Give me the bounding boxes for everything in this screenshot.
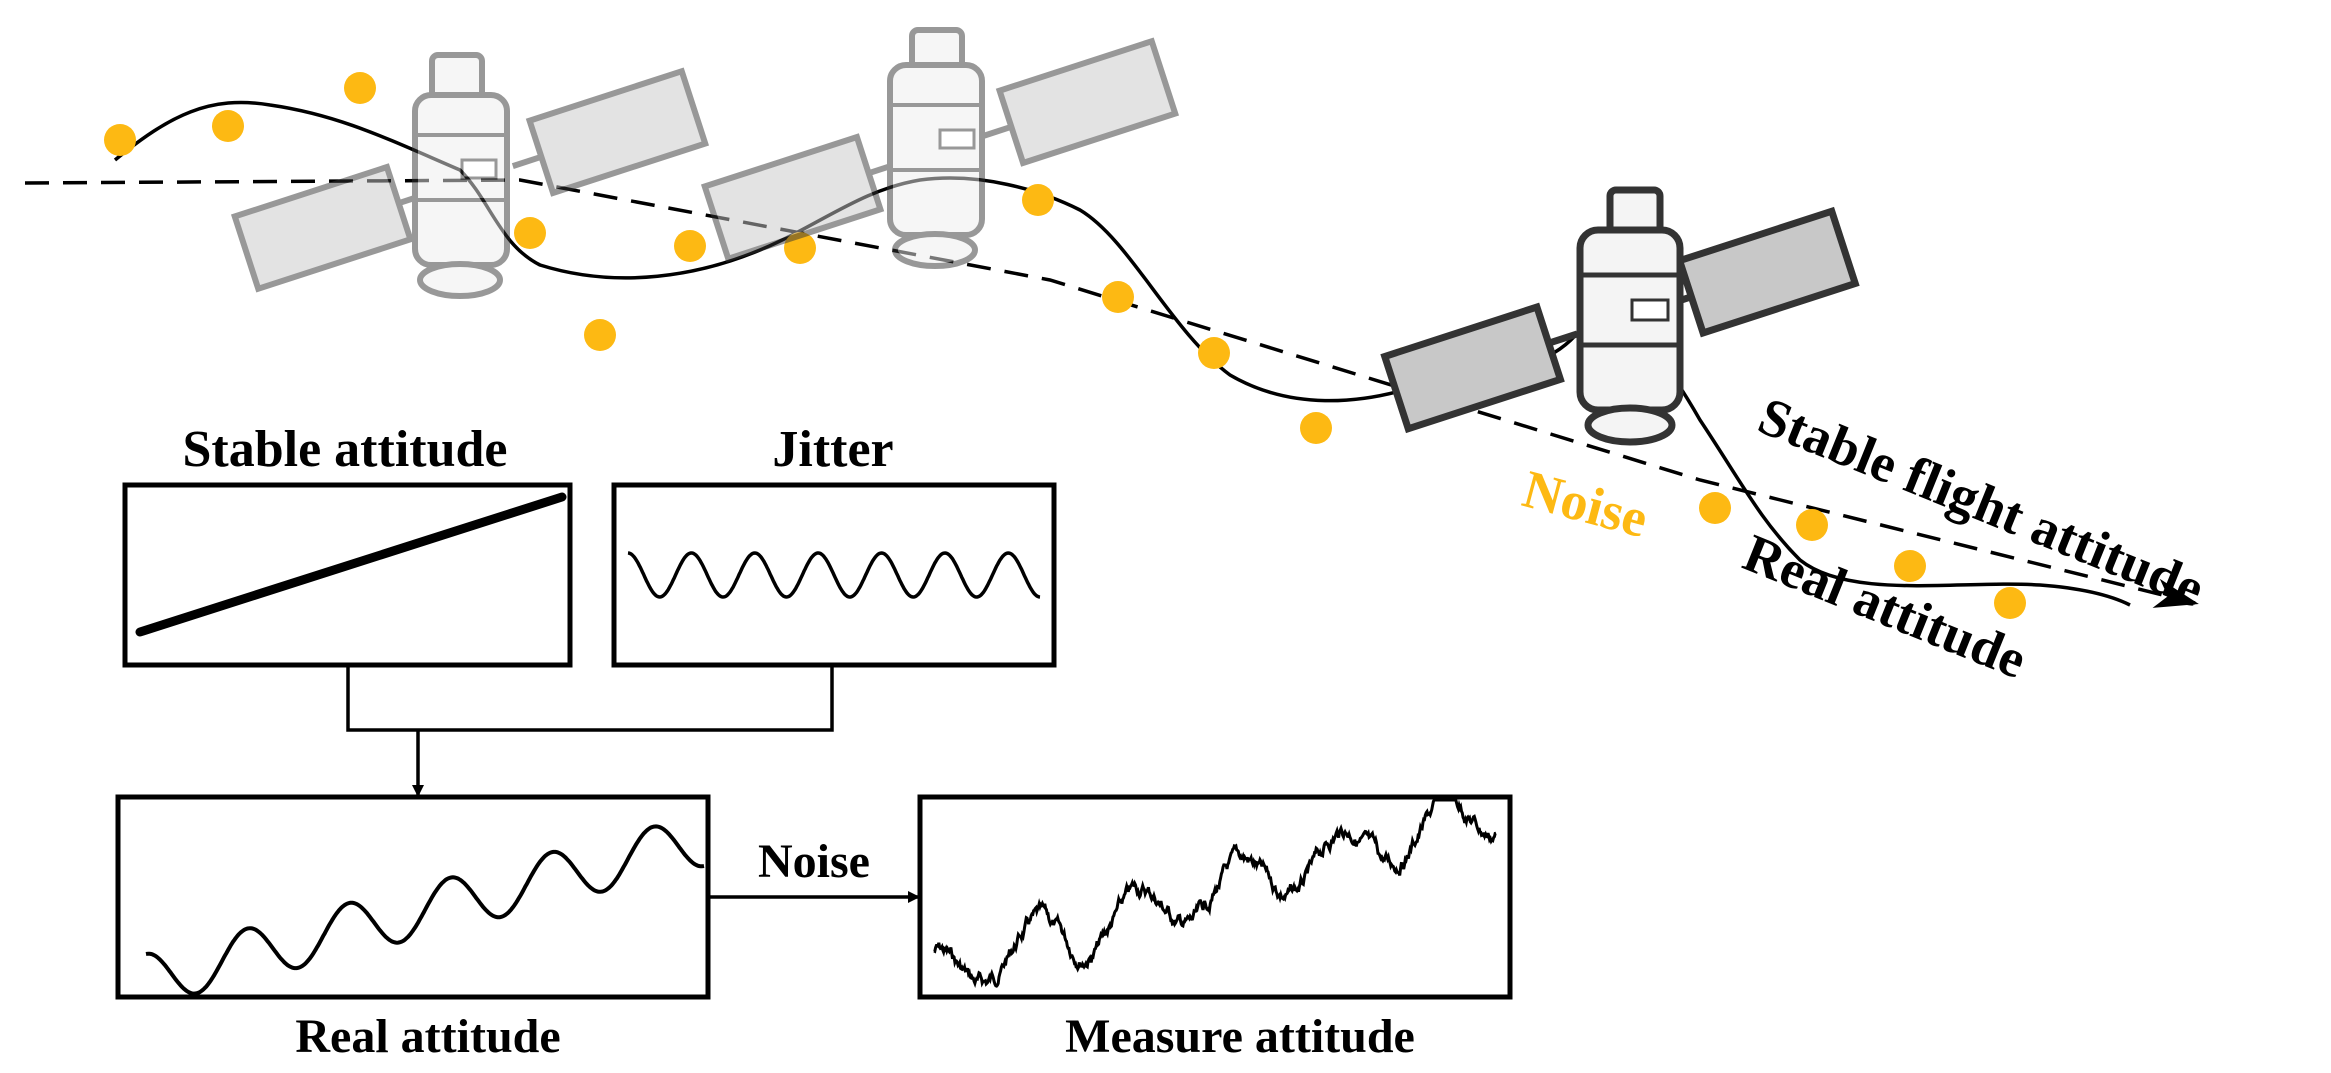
- noise-dot: [514, 217, 546, 249]
- jitter-signal: [627, 551, 1041, 599]
- noise-dot: [104, 124, 136, 156]
- noise-dot: [1994, 587, 2026, 619]
- stable-attitude-signal: [135, 492, 567, 637]
- noise-dot: [674, 230, 706, 262]
- noise-dot: [1894, 550, 1926, 582]
- noise-dot: [1796, 509, 1828, 541]
- noise-dot: [344, 72, 376, 104]
- stable-flight-path: [24, 178, 2199, 608]
- noise-dot: [212, 110, 244, 142]
- jitter-box: [611, 482, 1057, 668]
- measure-attitude-box: [917, 794, 1513, 1000]
- noise-arrow-label: Noise: [758, 835, 870, 888]
- noise-dot: [1102, 281, 1134, 313]
- noise-dot: [584, 319, 616, 351]
- noise-dot: [1699, 492, 1731, 524]
- jitter-title: Jitter: [772, 421, 893, 478]
- measure-attitude-title: Measure attitude: [1065, 1010, 1415, 1063]
- real-attitude-box: [115, 794, 711, 1000]
- noise-dot: [1022, 184, 1054, 216]
- satellite-icon: [700, 27, 1180, 269]
- noise-label: Noise: [1517, 459, 1654, 550]
- satellite-icon: [1380, 186, 1860, 446]
- combine-connector: [346, 665, 834, 732]
- real-attitude-title: Real attitude: [295, 1010, 560, 1063]
- block-diagram: Stable attitude Jitter Real attitude Noi…: [115, 421, 1513, 1063]
- noise-dot: [1198, 337, 1230, 369]
- stable-attitude-title: Stable attitude: [183, 421, 508, 478]
- real-attitude-label: Real attitude: [1736, 522, 2035, 689]
- satellite-icon: [230, 52, 710, 299]
- noise-dot: [1300, 412, 1332, 444]
- real-attitude-signal: [145, 824, 705, 996]
- measure-attitude-signal: [933, 798, 1497, 989]
